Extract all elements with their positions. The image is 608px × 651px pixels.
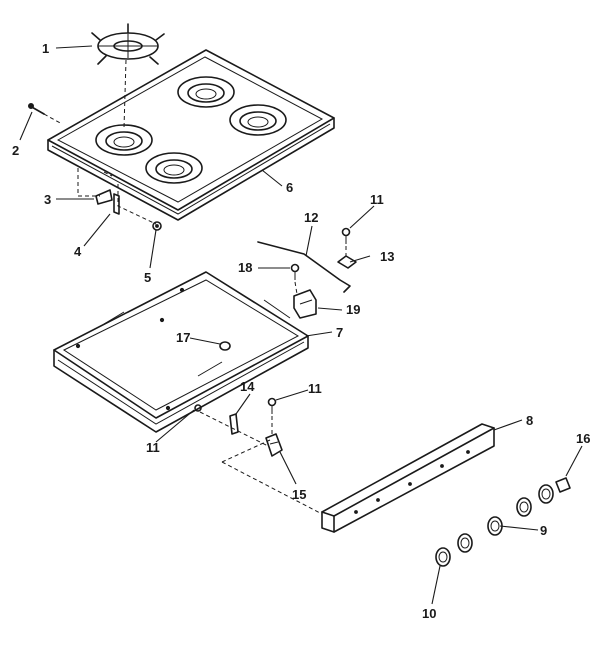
callout-15: 15 [292, 487, 306, 502]
callout-11-low: 11 [146, 440, 160, 455]
lower-alignment-lines [199, 411, 323, 515]
burner-grate [91, 23, 165, 65]
grate-alignment-line [123, 59, 127, 129]
gas-tube [257, 241, 351, 293]
callout-labels: 1 2 3 4 5 6 7 8 9 10 11 11 11 12 13 14 1… [12, 41, 590, 621]
screw-lower-right [267, 397, 277, 414]
callout-14: 14 [240, 379, 255, 394]
burner-bowl-rear-right [177, 76, 235, 108]
screw-alignment-line [43, 113, 63, 125]
screw-mid [290, 263, 300, 280]
hinge-bracket [95, 189, 113, 205]
knob-4 [516, 497, 532, 517]
tube-clip [337, 255, 357, 269]
callout-3: 3 [44, 192, 51, 207]
spring-clip [265, 433, 283, 457]
lower-hinge-bracket [229, 413, 239, 435]
callout-19: 19 [346, 302, 360, 317]
callout-11-mid: 11 [308, 381, 322, 396]
control-panel [321, 423, 495, 533]
bracket-alignment-line [294, 281, 298, 295]
callout-9: 9 [540, 523, 547, 538]
hinge-pin [113, 193, 120, 215]
callout-6: 6 [286, 180, 293, 195]
cooktop [47, 49, 335, 221]
knob-5 [538, 484, 554, 504]
burner-bowl-front-left [145, 152, 203, 184]
orifice-hood [219, 341, 231, 351]
burner-bowl-rear-left [95, 124, 153, 156]
screw-upper-right [341, 227, 351, 244]
knob-insert [555, 477, 571, 493]
callout-18: 18 [238, 260, 252, 275]
knob-1 [435, 547, 451, 567]
callout-11-top: 11 [370, 192, 384, 207]
callout-1: 1 [42, 41, 49, 56]
screw-left [28, 103, 45, 115]
callout-12: 12 [304, 210, 318, 225]
callout-13: 13 [380, 249, 394, 264]
mounting-bracket [293, 289, 317, 319]
nut [152, 221, 162, 231]
callout-4: 4 [74, 244, 82, 259]
hinge-alignment-lines [77, 168, 157, 225]
callout-10: 10 [422, 606, 436, 621]
knob-2 [457, 533, 473, 553]
callout-2: 2 [12, 143, 19, 158]
lower-screw-left [194, 404, 202, 412]
burner-bowl-front-right [229, 104, 287, 136]
callout-8: 8 [526, 413, 533, 428]
knob-3 [487, 516, 503, 536]
callout-5: 5 [144, 270, 151, 285]
burner-box [53, 271, 309, 433]
callout-17: 17 [176, 330, 190, 345]
leader-lines [19, 45, 583, 605]
callout-7: 7 [336, 325, 343, 340]
callout-16: 16 [576, 431, 590, 446]
